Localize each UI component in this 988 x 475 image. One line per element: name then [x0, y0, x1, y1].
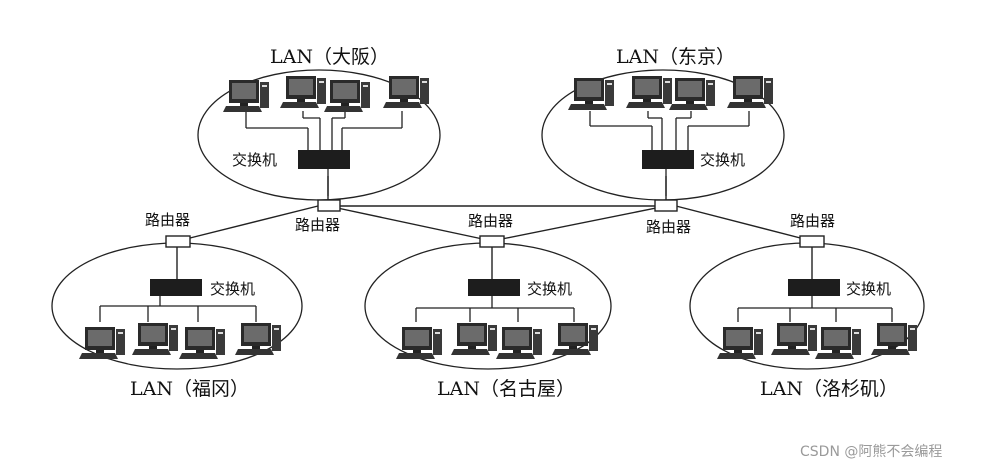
computer-icon: [396, 327, 442, 359]
computer-icon: [383, 76, 429, 108]
router-icon: [479, 235, 505, 248]
computer-icon: [179, 327, 225, 359]
lan-osaka: 交换机 LAN（大阪）: [223, 46, 429, 196]
computer-icon: [324, 80, 370, 112]
computer-icon: [451, 323, 497, 355]
switch-icon: [642, 150, 694, 169]
computer-icon: [815, 327, 861, 359]
lan-fukuoka: 交换机 LAN（福冈）: [79, 279, 281, 400]
computer-icon: [871, 323, 917, 355]
router-label: 路由器: [145, 211, 190, 229]
router-osaka: 路由器: [295, 199, 341, 234]
lan-label: LAN（东京）: [616, 46, 735, 68]
router-fukuoka: 路由器: [145, 211, 191, 248]
router-nagoya: 路由器: [468, 212, 513, 248]
router-icon: [165, 235, 191, 248]
computer-icon: [79, 327, 125, 359]
switch-icon: [298, 150, 350, 169]
lan-label: LAN（洛杉矶）: [760, 378, 898, 400]
switch-label: 交换机: [527, 280, 572, 298]
router-label: 路由器: [468, 212, 513, 230]
switch-label: 交换机: [846, 280, 891, 298]
computer-icon: [727, 76, 773, 108]
router-icon: [317, 199, 341, 212]
computer-icon: [132, 323, 178, 355]
router-label: 路由器: [646, 218, 691, 236]
computer-icon: [552, 323, 598, 355]
computer-icon: [280, 76, 326, 108]
router-label: 路由器: [790, 212, 835, 230]
switch-label: 交换机: [232, 151, 277, 169]
router-tokyo: 路由器: [646, 199, 691, 236]
router-losangeles: 路由器: [790, 212, 835, 248]
lan-nagoya: 交换机 LAN（名古屋）: [396, 279, 598, 400]
computer-icon: [496, 327, 542, 359]
computer-icon: [235, 323, 281, 355]
lan-tokyo: 交换机 LAN（东京）: [568, 46, 773, 196]
switch-label: 交换机: [210, 280, 255, 298]
switch-icon: [788, 279, 840, 296]
computer-icon: [223, 80, 269, 112]
lan-losangeles: 交换机 LAN（洛杉矶）: [717, 279, 917, 400]
watermark-text: CSDN @阿熊不会编程: [800, 444, 942, 460]
computer-icon: [717, 327, 763, 359]
lan-label: LAN（大阪）: [270, 46, 389, 68]
computer-icon: [771, 323, 817, 355]
computer-icon: [568, 78, 614, 110]
router-label: 路由器: [295, 216, 340, 234]
computer-icon: [626, 76, 672, 108]
router-icon: [799, 235, 825, 248]
lan-label: LAN（名古屋）: [437, 378, 575, 400]
switch-label: 交换机: [700, 151, 745, 169]
router-icon: [654, 199, 678, 212]
switch-icon: [468, 279, 520, 296]
switch-icon: [150, 279, 202, 296]
lan-label: LAN（福冈）: [130, 378, 249, 400]
computer-icon: [669, 78, 715, 110]
